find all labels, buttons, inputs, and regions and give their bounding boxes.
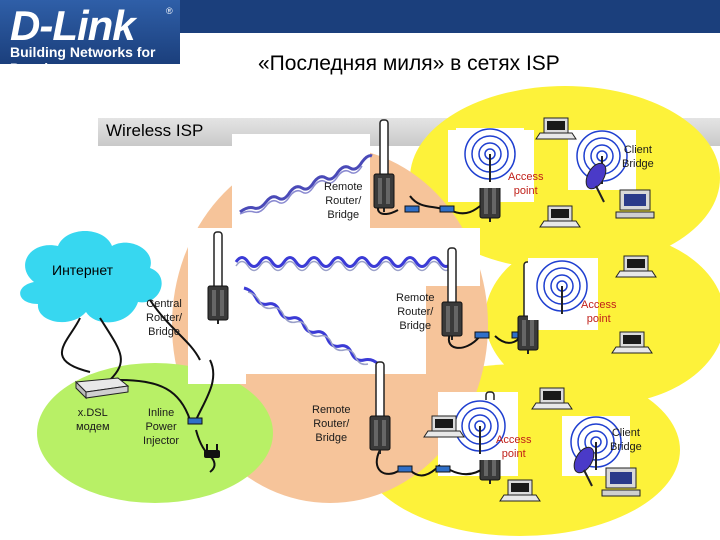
dlink-logo: D-Link ® Building Networks for People [0, 0, 180, 76]
client-bridge-label-top: Client Bridge [622, 144, 654, 170]
access-point-label-middle: Access point [581, 299, 617, 325]
header-bar [180, 0, 720, 33]
desktop-computer-icon [615, 189, 655, 219]
logo-tagline: Building Networks for People [10, 44, 156, 76]
client-bridge-label-bottom: Client Bridge [610, 427, 642, 453]
injector-label: Inline Power Injector [143, 407, 180, 447]
remote-router-label-middle: Remote Router/ Bridge [396, 292, 435, 332]
section-label: Wireless ISP [106, 121, 204, 140]
remote-router-label-top: Remote Router/ Bridge [324, 181, 363, 221]
wireless-links [234, 154, 454, 366]
desktop-computer-icon [601, 467, 641, 497]
logo-brand: D-Link [10, 2, 136, 49]
access-point-label-top: Access point [508, 171, 544, 197]
internet-cloud [20, 231, 162, 323]
remote-router-label-bottom: Remote Router/ Bridge [312, 404, 351, 444]
central-router-label: Central Router/ Bridge [146, 298, 183, 338]
logo-registered-mark: ® [166, 6, 173, 16]
internet-label: Интернет [52, 262, 114, 278]
modem-icon [74, 377, 130, 400]
xdsl-modem-label: x.DSL модем [76, 407, 110, 433]
access-point-label-bottom: Access point [496, 434, 532, 460]
slide-title: «Последняя миля» в сетях ISP [258, 52, 560, 75]
